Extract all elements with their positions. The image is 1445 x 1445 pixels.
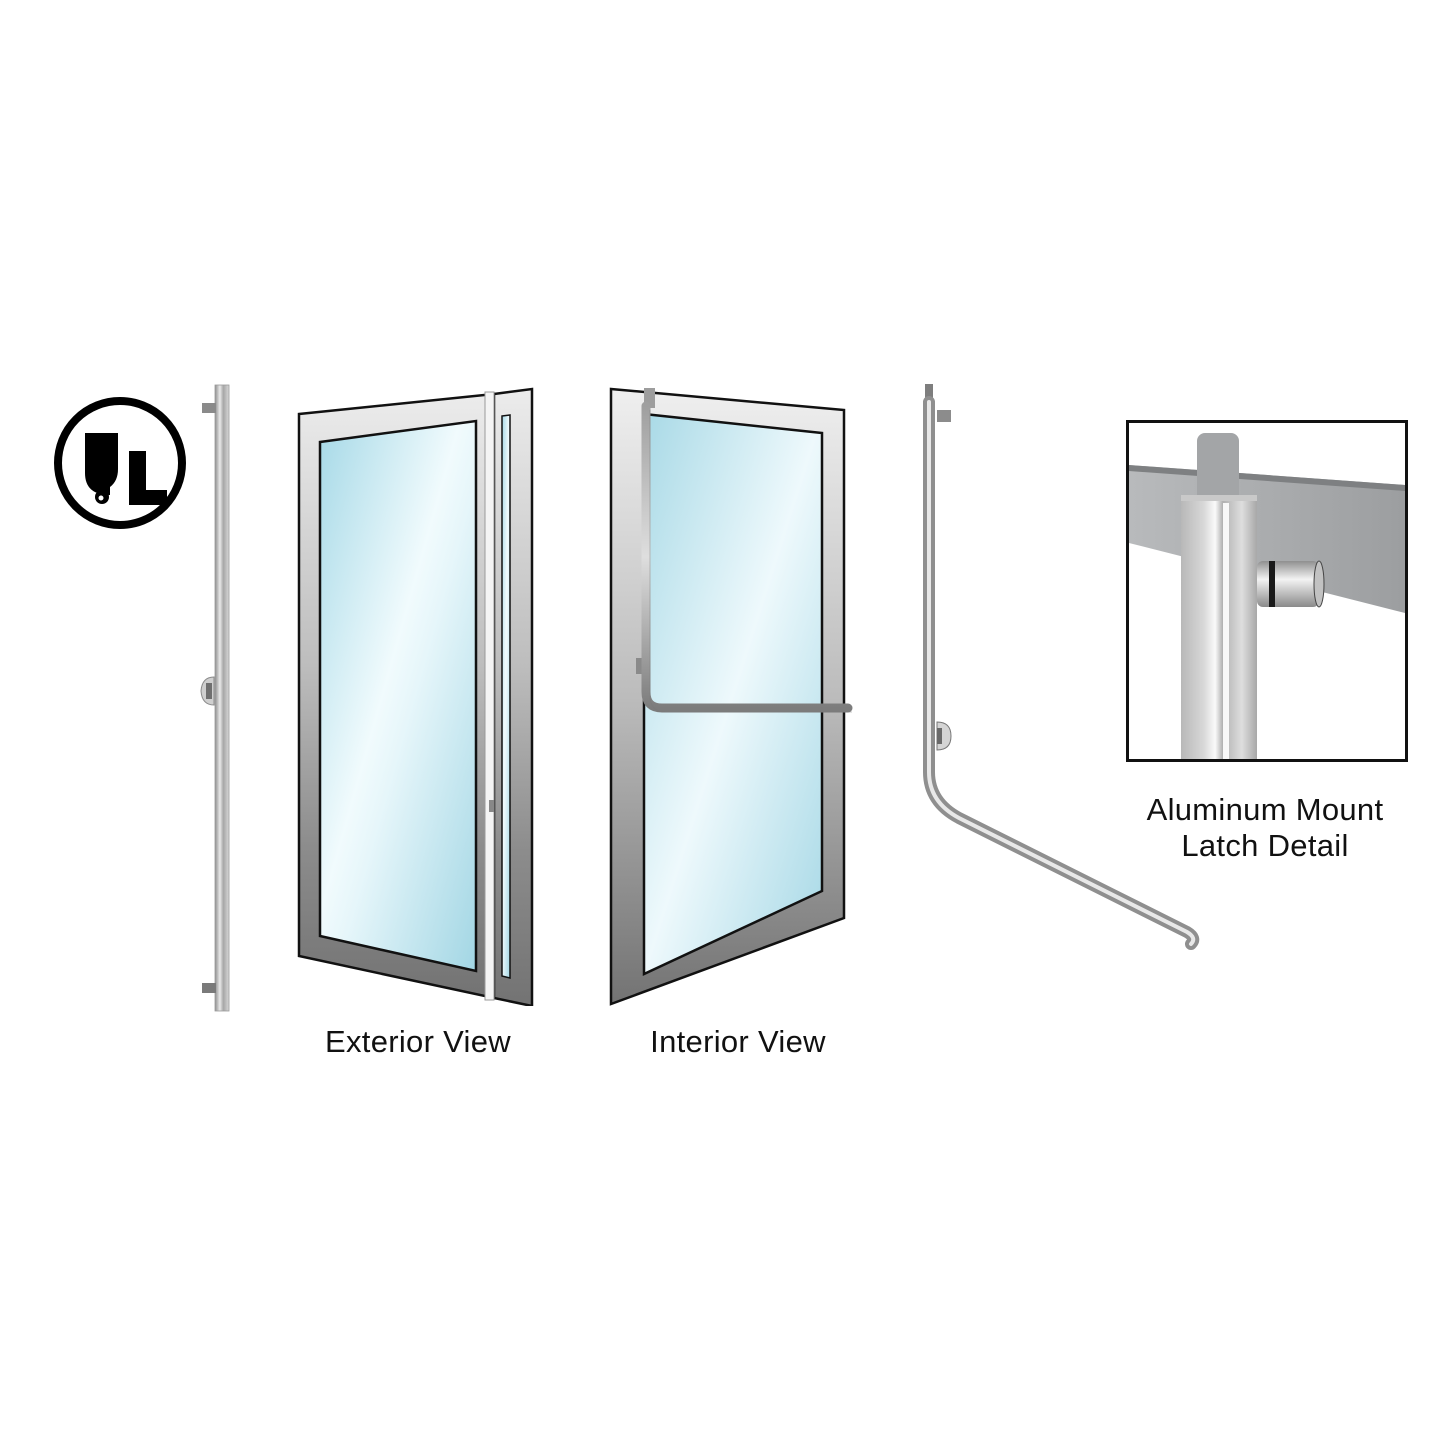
- detail-caption-line1: Aluminum Mount: [1146, 792, 1384, 827]
- vertical-pull-handle: [198, 383, 238, 1013]
- exterior-door-illustration: [296, 386, 534, 1006]
- offset-pull-handle: [915, 382, 1200, 952]
- exterior-view-caption: Exterior View: [325, 1024, 511, 1059]
- detail-caption-line2: Latch Detail: [1181, 828, 1349, 863]
- ul-logo-icon: [54, 397, 186, 529]
- latch-detail-image: [1126, 420, 1408, 762]
- interior-door-illustration: [608, 386, 853, 1008]
- ul-logo: [52, 395, 188, 531]
- interior-view-caption: Interior View: [650, 1024, 826, 1059]
